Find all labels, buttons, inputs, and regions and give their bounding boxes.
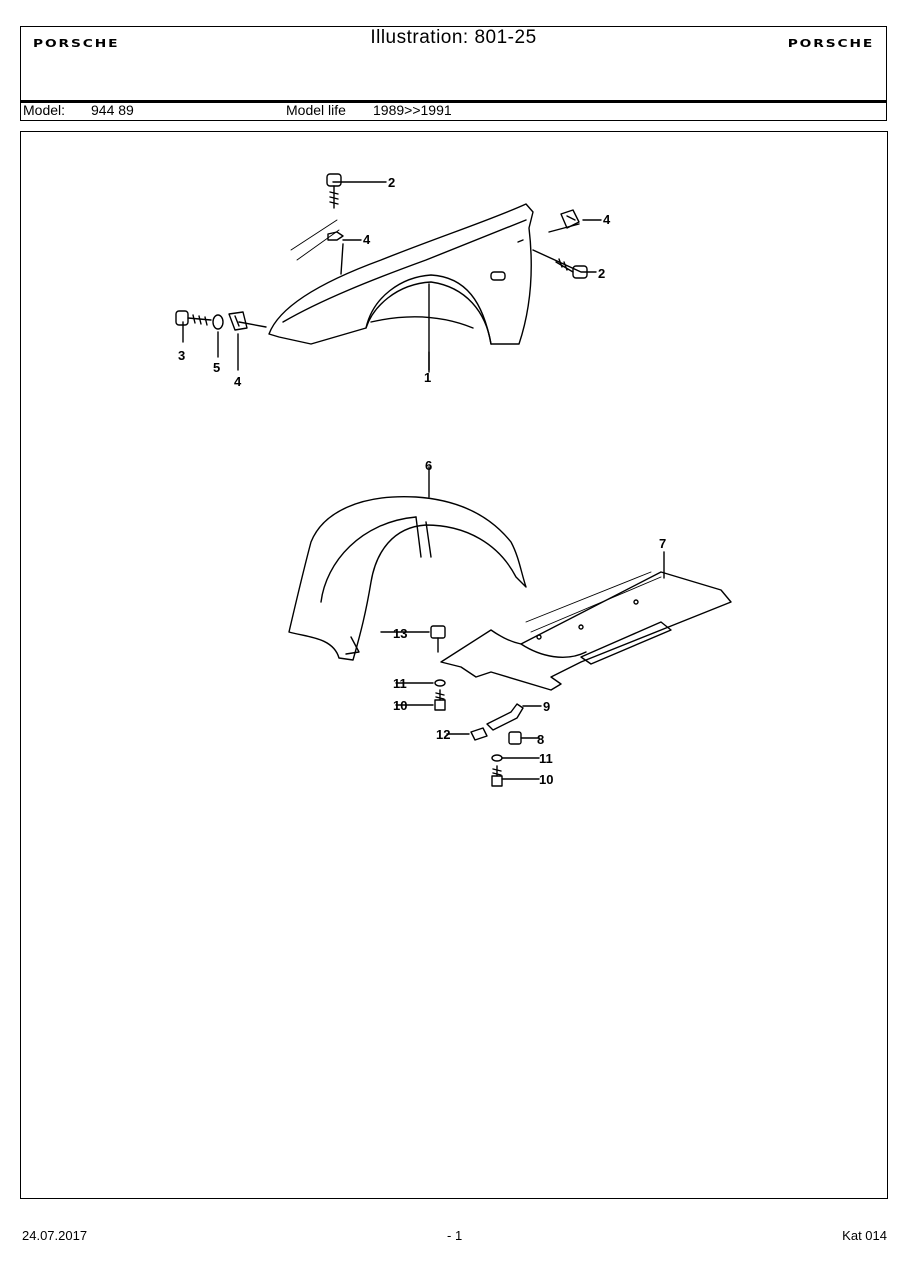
callout-2: 2 bbox=[388, 175, 395, 190]
nut-8-icon bbox=[508, 731, 540, 745]
porsche-logo-left: PORSCHE bbox=[33, 37, 120, 50]
callout-2: 2 bbox=[598, 266, 605, 281]
fender-drawing bbox=[268, 203, 534, 345]
callout-9: 9 bbox=[543, 699, 550, 714]
callout-8: 8 bbox=[537, 732, 544, 747]
clip-icon bbox=[560, 209, 580, 229]
model-value: 944 89 bbox=[91, 102, 134, 118]
callout-6: 6 bbox=[425, 458, 432, 473]
model-row: Model: 944 89 Model life 1989>>1991 bbox=[21, 101, 886, 120]
callout-1: 1 bbox=[424, 370, 431, 385]
washer-icon bbox=[212, 314, 224, 330]
clip-icon bbox=[228, 311, 248, 331]
washer-11-icon bbox=[434, 679, 446, 687]
callout-10: 10 bbox=[539, 772, 553, 787]
footer-date: 24.07.2017 bbox=[22, 1228, 88, 1243]
illustration-title: Illustration: 801-25 bbox=[370, 27, 537, 48]
screw-10-icon bbox=[491, 765, 540, 787]
callout-4: 4 bbox=[603, 212, 611, 227]
callout-3: 3 bbox=[178, 348, 185, 363]
washer-11-icon bbox=[491, 754, 503, 762]
clip-icon bbox=[327, 231, 344, 241]
screw-icon bbox=[326, 173, 342, 209]
footer-page: - 1 bbox=[447, 1228, 463, 1243]
nut-13-icon bbox=[380, 625, 446, 653]
model-life-value: 1989>>1991 bbox=[373, 102, 452, 118]
callout-4: 4 bbox=[363, 232, 371, 247]
underbody-panel-drawing bbox=[440, 571, 732, 691]
footer-catalog: Kat 014 bbox=[842, 1228, 887, 1243]
clip-12-icon bbox=[446, 727, 488, 741]
callout-13: 13 bbox=[393, 626, 407, 641]
screw-10-icon bbox=[395, 689, 446, 711]
screw-icon bbox=[555, 258, 588, 279]
bracket-9-icon bbox=[486, 703, 542, 731]
callout-7: 7 bbox=[659, 536, 666, 551]
bolt-icon bbox=[175, 310, 212, 326]
porsche-logo-right: PORSCHE bbox=[787, 37, 874, 50]
model-label: Model: bbox=[23, 102, 66, 118]
callout-11: 11 bbox=[393, 676, 407, 691]
illustration-frame: 2 4 4 2 3 5 4 1 6 7 13 11 10 9 12 8 11 1… bbox=[20, 131, 888, 1199]
header-box: PORSCHE Illustration: 801-25 PORSCHE Mod… bbox=[20, 26, 887, 121]
callout-12: 12 bbox=[436, 727, 450, 742]
header-divider bbox=[21, 100, 886, 103]
callout-4: 4 bbox=[234, 374, 242, 389]
model-life-label: Model life bbox=[286, 102, 346, 118]
callout-5: 5 bbox=[213, 360, 220, 375]
parts-illustration: 2 4 4 2 3 5 4 1 6 7 13 11 10 9 12 8 11 1… bbox=[175, 173, 732, 787]
callout-11: 11 bbox=[539, 751, 553, 766]
wheel-arch-liner-drawing bbox=[288, 495, 527, 661]
callout-10: 10 bbox=[393, 698, 407, 713]
